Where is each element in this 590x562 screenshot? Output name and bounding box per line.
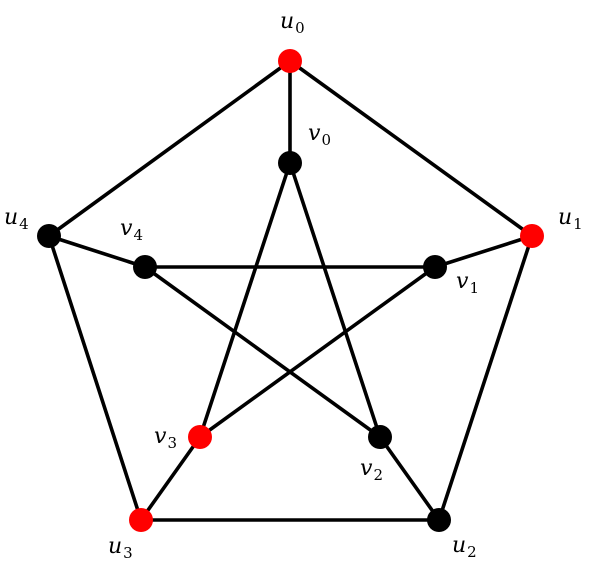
node-label-letter: u xyxy=(108,534,122,559)
nodes-layer xyxy=(37,49,544,532)
node-label-v1: v1 xyxy=(456,269,479,297)
node-label-u2: u2 xyxy=(452,533,477,561)
node-label-letter: u xyxy=(558,205,572,230)
edge-u2-v2 xyxy=(378,435,441,522)
node-label-v3: v3 xyxy=(154,424,177,452)
node-label-u3: u3 xyxy=(108,534,133,562)
node-u0 xyxy=(278,49,302,73)
node-v2 xyxy=(368,425,392,449)
edge-v3-v0 xyxy=(198,161,292,439)
edge-v0-v2 xyxy=(288,161,382,439)
node-label-letter: v xyxy=(154,424,167,449)
edge-v2-v4 xyxy=(143,265,382,439)
node-label-v0: v0 xyxy=(308,121,331,149)
edge-u1-u2 xyxy=(437,234,534,522)
node-label-index: 3 xyxy=(167,434,177,452)
node-label-letter: v xyxy=(120,216,133,241)
edge-v1-v3 xyxy=(198,265,437,439)
node-label-letter: u xyxy=(280,9,294,34)
node-label-index: 1 xyxy=(469,279,479,297)
edge-u4-u0 xyxy=(47,59,292,238)
node-label-letter: v xyxy=(360,456,373,481)
node-u1 xyxy=(520,224,544,248)
node-label-u4: u4 xyxy=(4,205,29,233)
node-u2 xyxy=(427,508,451,532)
node-label-u0: u0 xyxy=(280,9,305,37)
node-label-index: 0 xyxy=(321,131,331,149)
edge-u0-u1 xyxy=(288,59,534,238)
node-v4 xyxy=(133,255,157,279)
node-label-v4: v4 xyxy=(120,216,143,244)
node-v3 xyxy=(188,425,212,449)
node-v0 xyxy=(278,151,302,175)
node-v1 xyxy=(423,255,447,279)
node-u4 xyxy=(37,224,61,248)
node-label-u1: u1 xyxy=(558,205,583,233)
edge-u4-v4 xyxy=(47,234,147,269)
node-label-letter: v xyxy=(456,269,469,294)
edge-u3-v3 xyxy=(139,435,202,522)
node-label-letter: u xyxy=(4,205,18,230)
node-label-letter: v xyxy=(308,121,321,146)
node-label-v2: v2 xyxy=(360,456,383,484)
node-label-index: 2 xyxy=(373,466,383,484)
node-label-index: 1 xyxy=(573,215,583,233)
node-label-letter: u xyxy=(452,533,466,558)
edge-u3-u4 xyxy=(47,234,143,522)
node-label-index: 0 xyxy=(295,19,305,37)
node-u3 xyxy=(129,508,153,532)
node-label-index: 4 xyxy=(19,215,29,233)
edge-u1-v1 xyxy=(433,234,534,269)
node-label-index: 4 xyxy=(133,226,143,244)
edges-layer xyxy=(47,59,534,522)
node-label-index: 2 xyxy=(467,543,477,561)
node-label-index: 3 xyxy=(123,544,133,562)
